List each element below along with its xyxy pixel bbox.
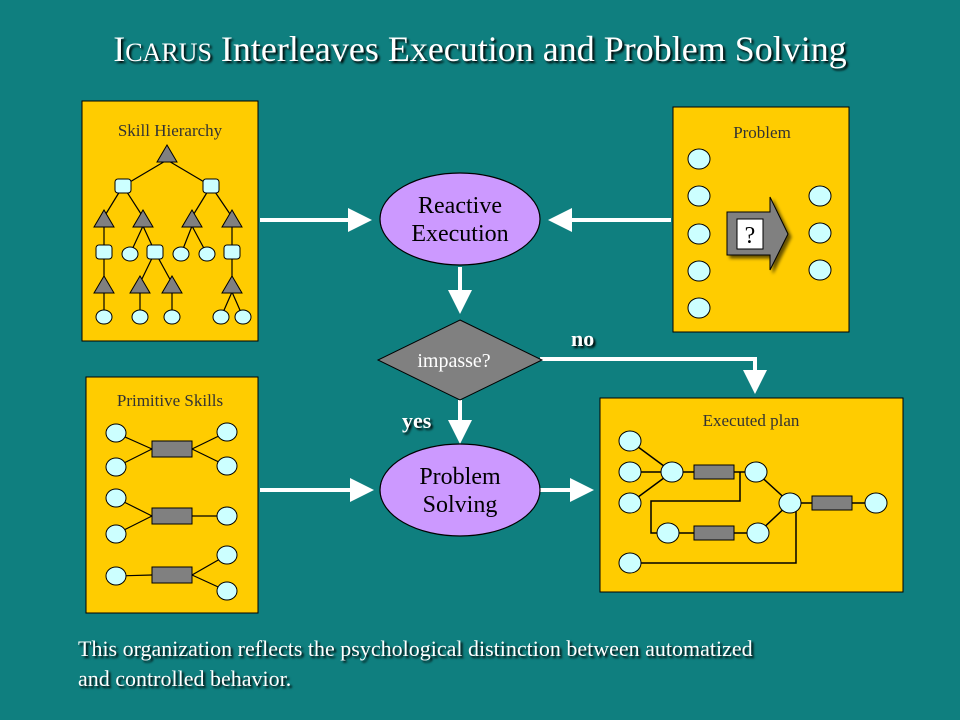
primitive-state-circle: [105, 566, 127, 586]
problem-question-mark: ?: [745, 223, 756, 249]
reactive-execution-label-1: Reactive: [418, 193, 502, 219]
primitive-state-circle: [216, 456, 238, 476]
primitive-state-circle: [105, 488, 127, 508]
primitive-operator: [151, 440, 193, 458]
plan-state-circle: [618, 461, 642, 483]
skill-triangle: [181, 209, 203, 228]
yes-label: yes: [402, 408, 432, 433]
primitive-skills-label: Primitive Skills: [117, 391, 223, 410]
problem-solving-node: Problem Solving: [379, 443, 541, 537]
skill-leaf: [121, 246, 139, 262]
caption-line-1: This organization reflects the psycholog…: [78, 636, 753, 661]
problem-solving-label-2: Solving: [423, 492, 498, 518]
primitive-state-circle: [216, 422, 238, 442]
impasse-label: impasse?: [417, 350, 490, 372]
primitive-state-circle: [105, 457, 127, 477]
plan-state-circle: [618, 430, 642, 452]
impasse-decision: impasse?: [376, 319, 544, 401]
skill-leaf: [163, 309, 181, 325]
plan-state-circle: [656, 522, 680, 544]
problem-state-circle: [687, 148, 711, 170]
skill-node: [114, 178, 132, 194]
no-label: no: [571, 326, 594, 351]
plan-state-circle: [618, 552, 642, 574]
reactive-execution-node: Reactive Execution: [379, 172, 541, 266]
skill-triangle: [93, 209, 115, 228]
plan-operator: [693, 464, 735, 480]
primitive-state-circle: [105, 423, 127, 443]
skill-triangle: [129, 275, 151, 294]
primitive-state-circle: [216, 545, 238, 565]
plan-state-circle: [778, 492, 802, 514]
skill-leaf: [212, 309, 230, 325]
plan-state-circle: [864, 492, 888, 514]
problem-state-circle: [687, 223, 711, 245]
reactive-execution-label-2: Execution: [411, 221, 508, 247]
skill-hierarchy-label: Skill Hierarchy: [118, 121, 223, 140]
problem-goal-circle: [808, 222, 832, 244]
problem-label: Problem: [733, 123, 791, 142]
plan-operator: [693, 525, 735, 541]
impasse-no-arrow: [540, 357, 767, 394]
primitive-state-circle: [105, 524, 127, 544]
plan-operator: [811, 495, 853, 511]
caption: This organization reflects the psycholog…: [78, 634, 938, 694]
problem-state-circle: [687, 260, 711, 282]
problem-state-circle: [687, 297, 711, 319]
problem-panel: Problem ?: [672, 106, 850, 333]
problem-solving-label-1: Problem: [419, 464, 501, 490]
plan-state-circle: [618, 492, 642, 514]
plan-state-circle: [660, 461, 684, 483]
skill-leaf: [172, 246, 190, 262]
skill-triangle: [93, 275, 115, 294]
primitive-operator: [151, 566, 193, 584]
skill-triangle: [132, 209, 154, 228]
skill-leaf: [234, 309, 252, 325]
primitive-operator: [151, 507, 193, 525]
plan-state-circle: [744, 461, 768, 483]
skill-triangle: [221, 275, 243, 294]
caption-line-2: and controlled behavior.: [78, 666, 292, 691]
skill-node: [202, 178, 220, 194]
skill-leaf: [131, 309, 149, 325]
skill-triangle: [156, 144, 178, 163]
skill-triangle: [221, 209, 243, 228]
skill-triangle: [161, 275, 183, 294]
problem-state-circle: [687, 185, 711, 207]
problem-goal-circle: [808, 259, 832, 281]
page-title: ICARUS Interleaves Execution and Problem…: [0, 28, 960, 70]
primitive-state-circle: [216, 581, 238, 601]
skill-node: [95, 244, 113, 260]
executed-plan-label: Executed plan: [703, 411, 800, 430]
skill-hierarchy-panel: Skill Hierarchy: [81, 100, 259, 342]
title-rest: Interleaves Execution and Problem Solvin…: [220, 29, 847, 69]
primitive-state-circle: [216, 506, 238, 526]
title-smallcaps: CARUS: [125, 38, 212, 67]
skill-leaf: [198, 246, 216, 262]
skill-leaf: [95, 309, 113, 325]
problem-goal-circle: [808, 185, 832, 207]
skill-node: [223, 244, 241, 260]
primitive-skills-panel: Primitive Skills: [85, 376, 259, 614]
title-initial: I: [113, 29, 126, 69]
skill-node: [146, 244, 164, 260]
plan-state-circle: [746, 522, 770, 544]
executed-plan-panel: Executed plan: [599, 397, 904, 593]
